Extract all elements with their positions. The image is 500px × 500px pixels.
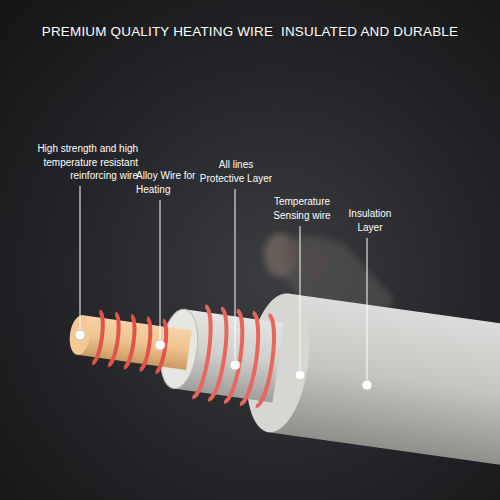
cable-cutaway <box>60 264 500 474</box>
leader-lines <box>80 186 367 380</box>
part-label: High strength and high temperature resis… <box>22 142 138 183</box>
leader-dots <box>75 330 372 390</box>
part-label: Alloy Wire for Heating <box>136 169 196 196</box>
part-label: All lines Protective Layer <box>196 158 276 185</box>
page-title: PREMIUM QUALITY HEATING WIRE INSULATED A… <box>0 24 500 39</box>
part-label: Temperature Sensing wire <box>266 195 338 222</box>
part-label: Insulation Layer <box>340 207 400 234</box>
